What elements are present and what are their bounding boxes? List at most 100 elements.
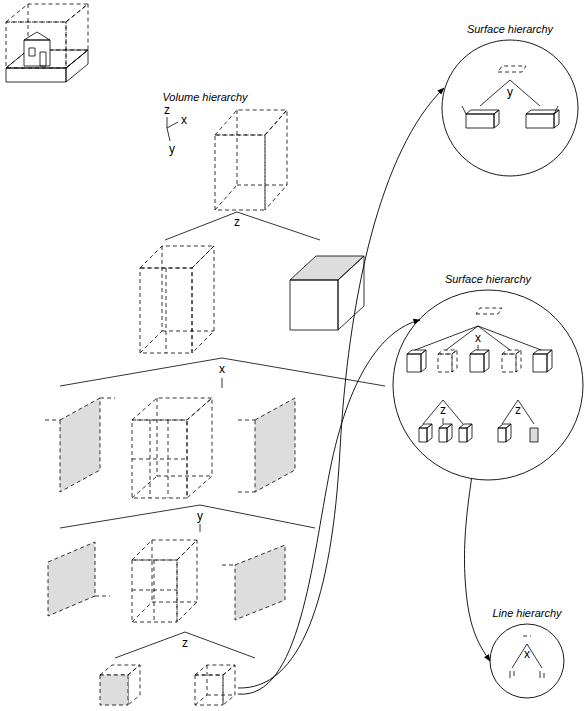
line-piece [514, 671, 515, 676]
house-facade [24, 40, 50, 66]
shaded-slab [48, 542, 95, 616]
circle-outline [442, 22, 578, 178]
hierarchy-circle: Surface hierarchyy [442, 22, 578, 178]
front-face [459, 428, 467, 442]
front-face [419, 428, 427, 442]
line-piece [544, 673, 545, 678]
split-axis-label: x [475, 332, 481, 344]
side-face [447, 424, 452, 442]
line-piece [540, 671, 541, 678]
fold-line [554, 106, 558, 114]
circle-border [490, 624, 564, 698]
front-face [407, 354, 421, 372]
split-line [185, 632, 255, 658]
circle-outline [393, 272, 583, 482]
leader-arrow [238, 88, 444, 688]
hidden-edge [95, 596, 110, 597]
hierarchy-sketch [510, 636, 544, 678]
split-line [443, 418, 444, 424]
dashed-line [523, 636, 531, 637]
split-line [415, 326, 478, 350]
split-line [60, 358, 222, 386]
side-face [452, 350, 457, 372]
front-face [290, 280, 338, 330]
front-face [100, 675, 128, 705]
split-line [478, 326, 541, 350]
hierarchy-sketch [407, 308, 552, 442]
hidden-edge [132, 476, 157, 498]
axis-label: x [181, 114, 187, 126]
split-line [478, 326, 510, 350]
axis-y [167, 128, 170, 141]
split-axis-label: z [515, 404, 521, 416]
hierarchy-circle: Surface hierarchyxzz [393, 272, 583, 482]
side-face [421, 350, 426, 372]
split-line [60, 505, 200, 528]
side-face [66, 50, 88, 82]
split-axis-label: z [440, 404, 446, 416]
hidden-edge [157, 398, 158, 476]
axis-label: y [169, 143, 175, 155]
circle-border [393, 290, 583, 480]
dashed-surface [476, 308, 502, 314]
top-face [290, 256, 364, 280]
axis-z [167, 117, 168, 128]
split-line [200, 505, 315, 528]
hidden-edge [237, 110, 238, 185]
side-face [467, 424, 472, 442]
hidden-edge [157, 476, 212, 477]
split-line [237, 212, 320, 240]
fold-line [462, 106, 466, 114]
side-face [338, 256, 364, 330]
hidden-edge [215, 185, 237, 210]
side-face [516, 350, 521, 372]
shaded-slab [235, 545, 285, 620]
front-face [132, 560, 177, 622]
line-piece [510, 671, 511, 678]
shaded-slab [60, 398, 100, 492]
split-axis-label: z [182, 637, 188, 649]
circle-border [442, 40, 578, 176]
split-line [478, 345, 479, 350]
hidden-edge [238, 492, 255, 493]
front-face [140, 268, 192, 353]
front-face [132, 420, 187, 498]
split-line [446, 326, 478, 350]
split-axis-label: y [507, 86, 513, 98]
hidden-edge [100, 398, 115, 399]
dashed-surface [498, 66, 526, 72]
split-line [443, 400, 463, 424]
shaded-slab [255, 398, 295, 492]
hidden-edge [166, 268, 167, 353]
leader-arrow [238, 320, 420, 694]
hidden-edge [222, 565, 235, 566]
side-face [494, 110, 499, 128]
hidden-edge [140, 331, 162, 353]
split-line [480, 80, 510, 106]
front-face [438, 354, 452, 372]
hidden-edge [195, 695, 207, 705]
split-line [510, 80, 540, 106]
hierarchy-sketch [462, 66, 559, 128]
house-door [40, 52, 46, 66]
side-face [506, 424, 511, 442]
hidden-edge [152, 540, 153, 602]
side-face [547, 350, 552, 372]
split-axis-label: z [234, 216, 240, 228]
front-face [502, 354, 516, 372]
hidden-edge [162, 246, 163, 331]
hidden-edge [132, 459, 187, 460]
shaded-surface [530, 428, 538, 442]
top-face [466, 110, 499, 114]
side-face [66, 4, 88, 68]
axis-label: z [164, 104, 170, 116]
hidden-edge [45, 420, 60, 421]
hidden-edge [162, 331, 214, 332]
hierarchy-heading: Line hierarchy [492, 608, 561, 619]
hidden-edge [207, 695, 235, 696]
front-face [6, 68, 66, 82]
side-face [192, 246, 214, 353]
hidden-edge [152, 602, 197, 603]
illustration-group [6, 4, 444, 705]
